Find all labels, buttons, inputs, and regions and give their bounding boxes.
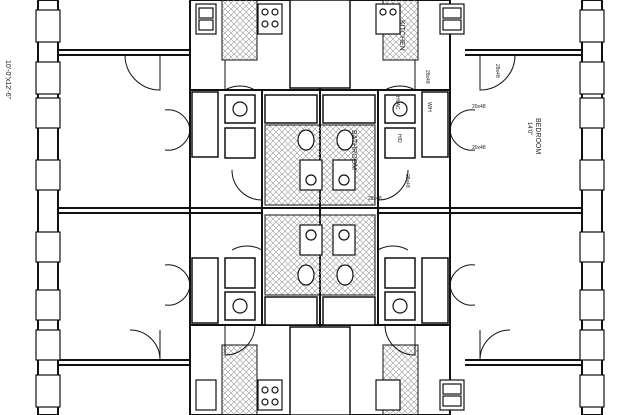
core-walls [189,0,451,415]
hvac-label: HVAC [394,96,400,110]
kitchen-fixtures [195,3,465,411]
dim-tag-corridor: 28x48 [368,196,382,202]
dim-tag-top-right: 28x48 [494,64,500,78]
hd-label: H/D [396,134,402,143]
left-dimension-label: 10'-0"x12'-6" [4,60,11,100]
dim-tag-kitchen: 28x48 [424,70,430,84]
exterior-walls [37,0,603,415]
doors [124,54,516,361]
shelf-label-upper: 20x48 [472,104,486,110]
bedroom-label: BEDROOM [534,118,541,154]
windows [35,9,605,408]
bath-fixtures [232,101,408,314]
bathroom-label: BATHROOM [350,130,357,170]
bedroom-size-label: 14'0" [526,122,532,135]
dim-tag-bath: 28x48 [404,174,410,188]
water-heater-label: W/H [426,102,432,112]
closets [191,0,449,415]
kitchen-label: KITCHEN [398,20,405,51]
shelf-label-lower: 20x48 [472,145,486,151]
